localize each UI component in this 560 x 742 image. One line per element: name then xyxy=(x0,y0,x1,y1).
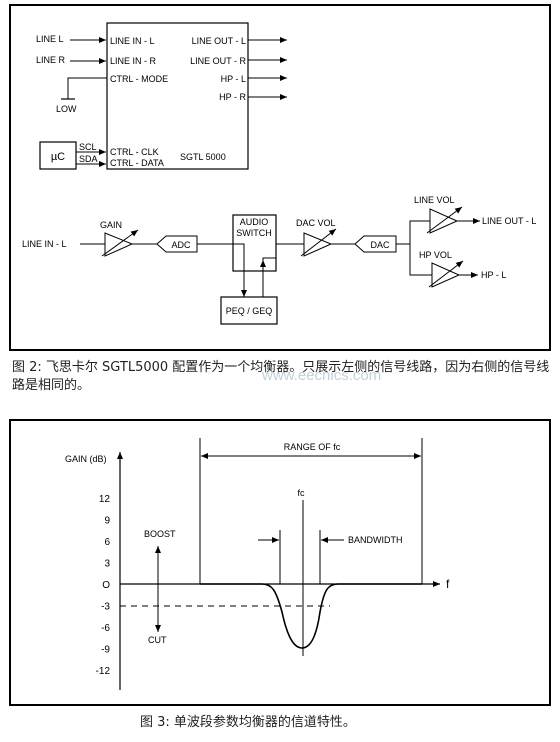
figure2-caption: 图 2: 飞思卡尔 SGTL5000 配置作为一个均衡器。只展示左侧的信号线路，… xyxy=(12,360,550,393)
pin-line-in-l: LINE IN - L xyxy=(110,36,155,46)
dac-label: DAC xyxy=(370,240,390,250)
to-peq-wire xyxy=(233,243,247,297)
peq-geq-label: PEQ / GEQ xyxy=(226,306,273,316)
figure2-frame xyxy=(9,4,551,351)
microcontroller-box xyxy=(39,141,77,170)
peq-geq-box xyxy=(220,296,278,325)
gain-tick-label: -3 xyxy=(101,602,110,613)
gain-tick-label: 12 xyxy=(99,494,111,505)
gain-variable-arrow xyxy=(101,229,139,257)
pin-line-in-r: LINE IN - R xyxy=(110,56,157,66)
line-vol-label: LINE VOL xyxy=(414,195,455,205)
range-of-fc-label: RANGE OF fc xyxy=(284,442,341,452)
dac-vol-label: DAC VOL xyxy=(296,218,336,228)
eq-response-curve xyxy=(200,583,422,649)
dac-vol-amp xyxy=(303,232,333,257)
scl-label: SCL xyxy=(79,142,97,152)
gain-tick-label: 3 xyxy=(104,559,110,570)
gain-tick-label: -6 xyxy=(101,623,110,634)
chip-part-number: SGTL 5000 xyxy=(180,152,226,162)
sgtl5000-chip-box xyxy=(106,22,249,170)
fc-label: fc xyxy=(297,488,305,498)
line-vol-variable-arrow xyxy=(426,206,463,234)
hp-vol-label: HP VOL xyxy=(419,250,452,260)
f-axis-label: f xyxy=(446,577,450,591)
figure3-frame xyxy=(9,419,551,706)
adc-label: ADC xyxy=(171,240,191,250)
audio-label: AUDIO xyxy=(240,217,269,227)
ctrl-mode-wire xyxy=(67,77,107,99)
flow-line-out-l: LINE OUT - L xyxy=(482,216,536,226)
uc-label: µC xyxy=(51,151,65,163)
figure3-caption: 图 3: 单波段参数均衡器的信道特性。 xyxy=(140,715,356,730)
split-wire xyxy=(409,220,432,276)
pin-line-out-l: LINE OUT - L xyxy=(192,36,246,46)
watermark-text: www.eecnics.com xyxy=(261,367,381,384)
pin-hp-r: HP - R xyxy=(219,92,246,102)
pin-ctrl-clk: CTRL - CLK xyxy=(110,147,159,157)
pin-ctrl-data: CTRL - DATA xyxy=(110,158,164,168)
pin-line-out-r: LINE OUT - R xyxy=(190,56,246,66)
boost-label: BOOST xyxy=(144,529,176,539)
audio-switch-box xyxy=(232,214,277,272)
sda-label: SDA xyxy=(79,154,98,164)
gain-db-label: GAIN (dB) xyxy=(65,454,107,464)
gain-tick-label: -9 xyxy=(101,645,110,656)
gain-tick-label: O xyxy=(102,580,110,591)
cut-label: CUT xyxy=(148,635,167,645)
flow-hp-l: HP - L xyxy=(481,270,506,280)
bandwidth-label: BANDWIDTH xyxy=(348,535,403,545)
pin-ctrl-mode: CTRL - MODE xyxy=(110,74,168,84)
line-l-label: LINE L xyxy=(36,34,64,44)
gain-tick-labels: 12 9 6 3O -3 -6 -9 -12 xyxy=(96,494,111,677)
hp-vol-variable-arrow xyxy=(428,260,464,288)
gain-tick-label: -12 xyxy=(96,666,111,677)
gain-tick-label: 9 xyxy=(104,516,110,527)
low-label: LOW xyxy=(56,104,77,114)
dac-vol-variable-arrow xyxy=(300,228,337,257)
gain-label: GAIN xyxy=(100,220,122,230)
pin-hp-l: HP - L xyxy=(221,74,246,84)
switch-label: SWITCH xyxy=(236,228,272,238)
flow-line-in-l: LINE IN - L xyxy=(22,239,67,249)
gain-tick-label: 6 xyxy=(104,537,110,548)
line-r-label: LINE R xyxy=(36,55,66,65)
